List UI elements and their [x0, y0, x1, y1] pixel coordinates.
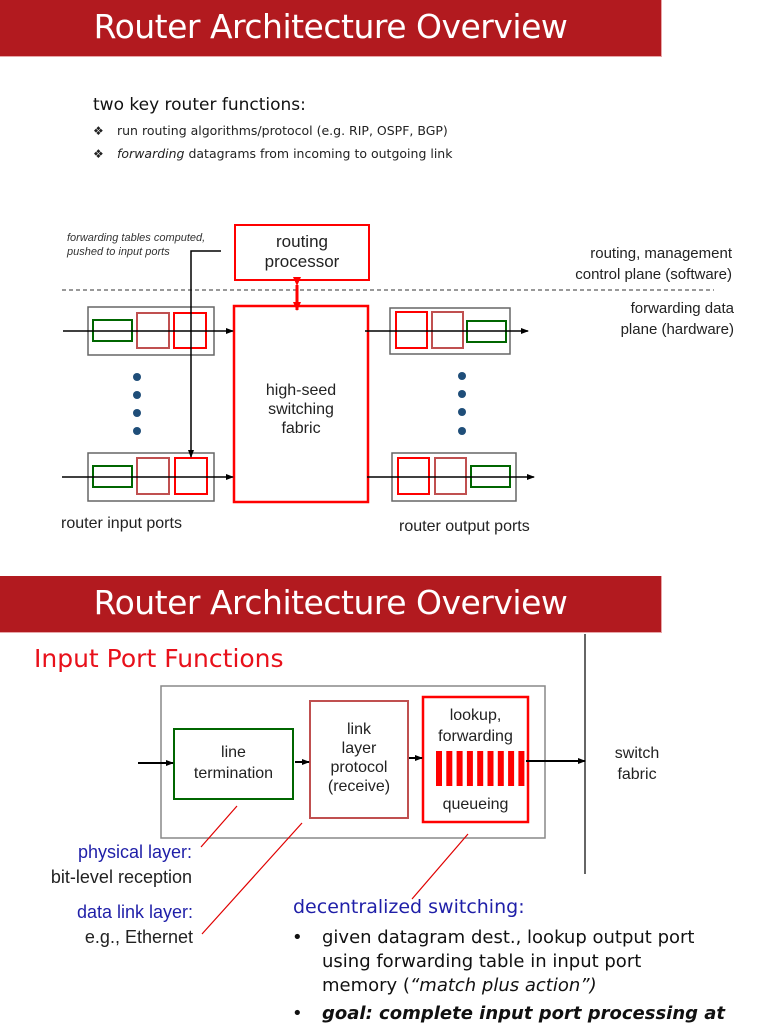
label-line: lookup,: [449, 707, 502, 724]
physical-layer-label: physical layer:: [77, 842, 192, 862]
link-layer-box: [136, 457, 170, 495]
lookup-forwarding-block: [421, 695, 530, 824]
slide2-title-bar: Router Architecture Overview: [0, 576, 662, 633]
switch-fabric-label: switch fabric: [596, 743, 678, 785]
output-queue-box: [395, 311, 428, 349]
decentralized-list: • given datagram dest., lookup output po…: [290, 926, 760, 1026]
label-line: processor: [264, 252, 340, 271]
label-line: control plane (software): [575, 266, 732, 283]
slide1-title-bar: Router Architecture Overview: [0, 0, 662, 57]
intro-heading: two key router functions:: [93, 95, 306, 115]
control-plane-label: routing, management control plane (softw…: [480, 243, 732, 285]
queue-slot: [456, 751, 463, 786]
queue-slot: [477, 751, 484, 786]
item-text: memory (: [322, 975, 410, 996]
bullet-italic-term: forwarding: [117, 146, 185, 161]
queue-slots: [436, 751, 525, 786]
forwarding-table-push-line: [188, 250, 221, 458]
queue-slot: [508, 751, 515, 786]
bullet-text: run routing algorithms/protocol (e.g. RI…: [117, 123, 448, 138]
output-ports-label: router output ports: [399, 518, 530, 535]
queue-slot: [497, 751, 504, 786]
switching-fabric-label: high-seed switching fabric: [234, 381, 368, 438]
lookup-forwarding-label: lookup, forwarding: [423, 705, 528, 747]
decentralized-switching-heading: decentralized switching:: [293, 896, 525, 918]
list-item: • goal: complete input port processing a…: [290, 1002, 760, 1026]
lookup-box: [174, 457, 208, 495]
label-line: routing: [276, 232, 328, 251]
label-line: layer: [341, 740, 377, 757]
item-line: goal: complete input port processing at: [322, 1003, 726, 1024]
queue-slot: [487, 751, 494, 786]
output-link-layer-box: [434, 457, 467, 495]
label-line: protocol: [330, 759, 388, 776]
label-line: fabric: [617, 766, 657, 783]
item-italic-text: “match plus action”): [409, 975, 597, 996]
label-line: forwarding: [438, 728, 513, 745]
physical-layer-annotation: physical layer: bit-level reception: [0, 840, 192, 890]
bullet-forwarding: ❖ forwarding datagrams from incoming to o…: [93, 146, 452, 161]
label-line: routing, management: [590, 245, 732, 262]
input-port-functions-heading: Input Port Functions: [34, 644, 284, 673]
bullet-dot-icon: •: [292, 927, 303, 948]
annotation-line: forwarding tables computed,: [67, 232, 206, 244]
output-ports-ellipsis: [458, 372, 466, 435]
label-line: link: [346, 721, 371, 738]
data-link-label: data link layer:: [76, 902, 193, 922]
line-termination-label: line termination: [174, 742, 293, 784]
label-line: switch: [614, 745, 660, 762]
label-line: switching: [268, 401, 334, 418]
decentralized-leader: [411, 833, 469, 900]
item-line: using forwarding table in input port: [322, 951, 642, 972]
line-termination-block: [173, 728, 294, 800]
data-plane-label: forwarding data plane (hardware): [480, 298, 734, 340]
routing-processor-box: [234, 224, 370, 281]
diamond-bullet-icon: ❖: [93, 147, 104, 161]
data-link-annotation: data link layer: e.g., Ethernet: [0, 900, 193, 950]
item-line: memory (“match plus action”): [322, 974, 760, 998]
output-queue-box: [397, 457, 430, 495]
slide1-title: Router Architecture Overview: [93, 7, 568, 46]
label-line: (receive): [327, 778, 391, 795]
label-line: line: [221, 744, 246, 761]
label-line: termination: [193, 765, 274, 782]
annotation-line: pushed to input ports: [67, 246, 170, 258]
queue-slot: [518, 751, 525, 786]
physical-layer-leader: [200, 805, 238, 848]
item-line: given datagram dest., lookup output port: [322, 927, 695, 948]
link-layer-label: link layer protocol (receive): [310, 720, 408, 796]
link-layer-block: [309, 700, 409, 819]
forwarding-tables-annotation: forwarding tables computed, pushed to in…: [67, 231, 205, 259]
input-ports-label: router input ports: [61, 515, 182, 532]
data-link-leader: [201, 822, 303, 935]
physical-layer-desc: bit-level reception: [50, 867, 192, 887]
label-line: plane (hardware): [620, 321, 734, 338]
label-line: high-seed: [265, 382, 337, 399]
bullet-dot-icon: •: [292, 1003, 303, 1024]
input-ports-ellipsis: [133, 373, 141, 435]
diamond-bullet-icon: ❖: [93, 124, 104, 138]
label-line: forwarding data: [630, 300, 734, 317]
queueing-label: queueing: [442, 796, 509, 813]
list-item: • given datagram dest., lookup output po…: [290, 926, 760, 998]
switching-fabric-box: [232, 304, 370, 504]
slide2-title: Router Architecture Overview: [93, 583, 568, 622]
label-line: fabric: [281, 420, 321, 437]
output-link-layer-box: [431, 311, 464, 349]
queue-slot: [466, 751, 473, 786]
routing-processor-label: routing processor: [235, 232, 369, 272]
queue-slot: [436, 751, 442, 786]
data-link-desc: e.g., Ethernet: [84, 927, 193, 947]
bullet-routing: ❖ run routing algorithms/protocol (e.g. R…: [93, 123, 448, 138]
queue-slot: [446, 751, 453, 786]
bullet-text: datagrams from incoming to outgoing link: [184, 146, 453, 161]
